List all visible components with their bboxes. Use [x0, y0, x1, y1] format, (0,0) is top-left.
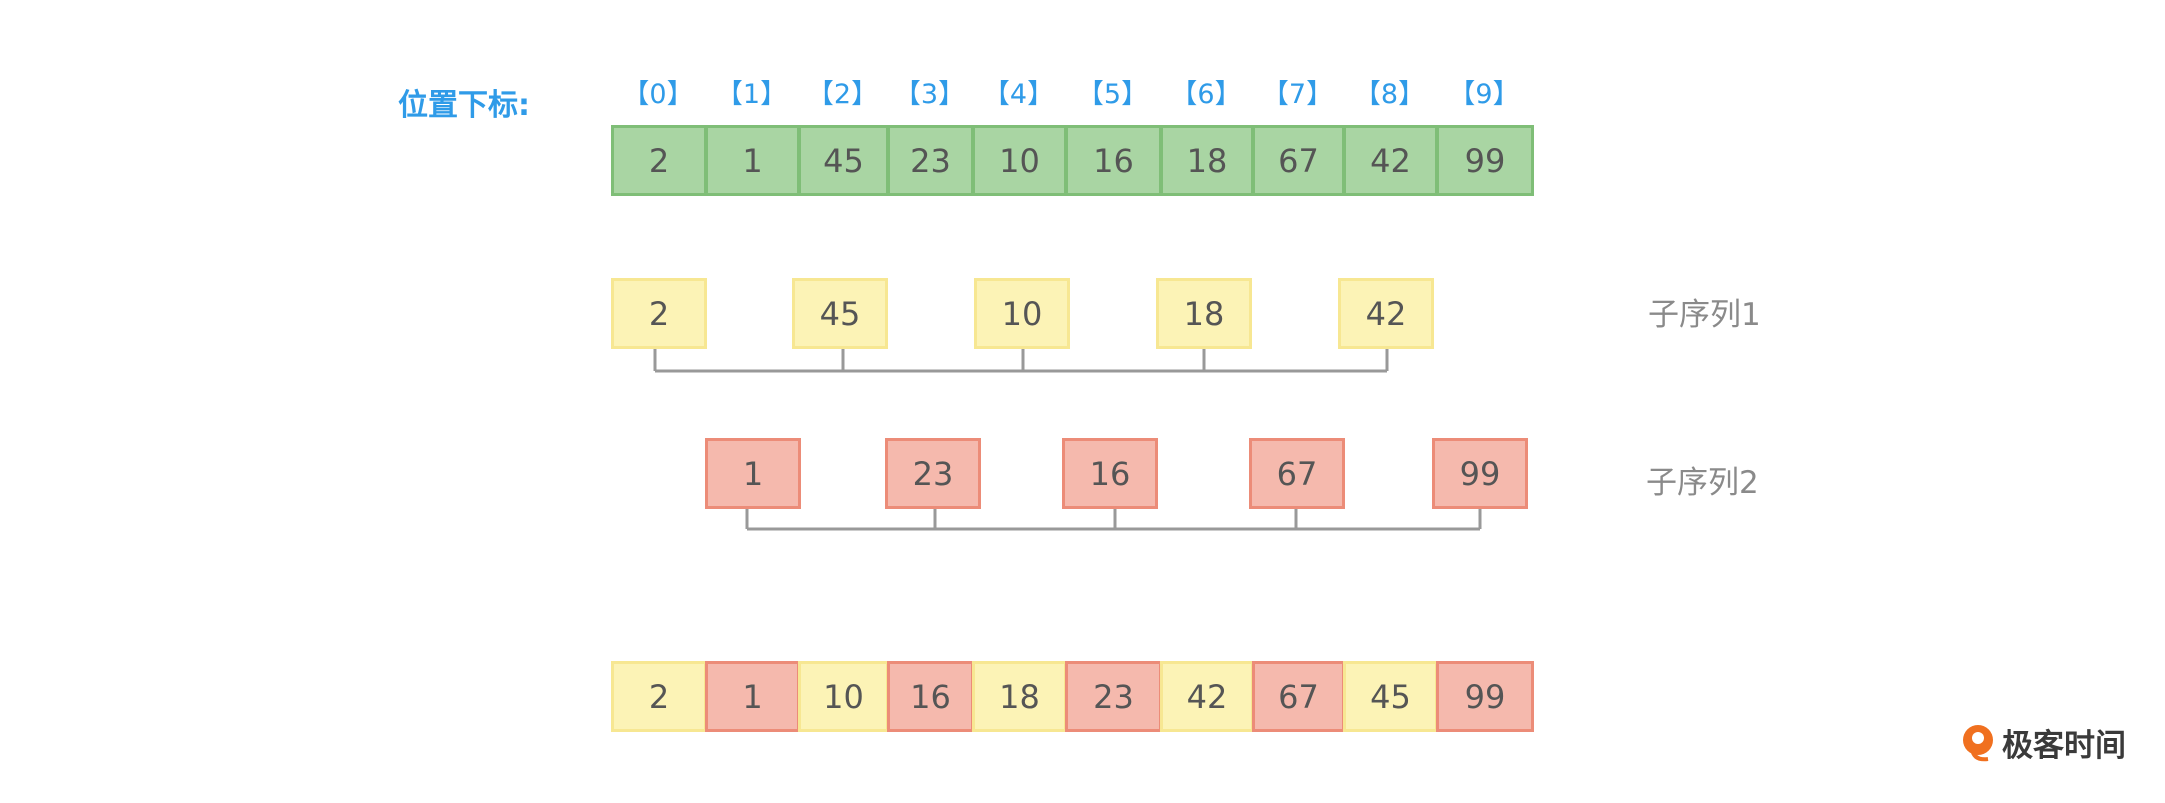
subsequence-2-cell-value: 23: [912, 454, 954, 493]
original-cell-value: 45: [823, 141, 864, 180]
subsequence-1-cell: 42: [1338, 278, 1434, 349]
subsequence-1-cell-value: 42: [1365, 294, 1407, 333]
subsequence-2-cell: 1: [705, 438, 801, 509]
result-cell-value: 1: [742, 677, 763, 716]
index-marker: 【9】: [1448, 79, 1520, 110]
subsequence-1-cell-value: 45: [819, 294, 861, 333]
result-cell: 10: [798, 661, 889, 732]
original-cell-value: 99: [1464, 141, 1506, 180]
index-marker: 【6】: [1170, 79, 1242, 110]
index-marker: 【2】: [806, 79, 879, 110]
index-marker: 【5】: [1076, 79, 1149, 110]
subsequence-2-cell: 16: [1062, 438, 1158, 509]
subsequence-2-cell-value: 16: [1089, 454, 1131, 493]
original-cell: 67: [1252, 125, 1345, 196]
result-cell: 42: [1160, 661, 1254, 732]
result-cell: 99: [1436, 661, 1534, 732]
subsequence-1-bracket: [653, 349, 1389, 373]
index-marker: 【4】: [982, 79, 1055, 110]
subsequence-2-bracket: [745, 509, 1482, 531]
index-marker: 【7】: [1261, 79, 1334, 110]
result-cell-value: 10: [823, 677, 864, 716]
result-cell-value: 99: [1464, 677, 1506, 716]
index-label: 位置下标:: [398, 88, 530, 123]
index-marker: 【3】: [893, 79, 966, 110]
original-cell-value: 23: [910, 141, 951, 180]
index-marker: 【8】: [1353, 79, 1426, 110]
subsequence-1-cell-value: 10: [1001, 294, 1043, 333]
result-cell-value: 67: [1278, 677, 1319, 716]
original-cell: 16: [1065, 125, 1162, 196]
subsequence-1-cell-value: 18: [1183, 294, 1225, 333]
subsequence-1-cell-value: 2: [648, 294, 670, 333]
original-cell: 42: [1343, 125, 1438, 196]
result-cell: 2: [611, 661, 707, 732]
result-cell: 18: [972, 661, 1067, 732]
result-cell-value: 18: [999, 677, 1040, 716]
brand-name: 极客时间: [2002, 728, 2126, 764]
original-cell-value: 18: [1186, 141, 1228, 180]
subsequence-2-cell: 23: [885, 438, 981, 509]
original-cell: 99: [1436, 125, 1534, 196]
geektime-logo-icon: [1963, 724, 1993, 761]
original-cell-value: 67: [1278, 141, 1319, 180]
subsequence-1-label: 子序列1: [1648, 297, 1761, 333]
result-cell: 16: [887, 661, 974, 732]
index-marker: 【1】: [715, 79, 788, 110]
subsequence-2-cell: 67: [1249, 438, 1345, 509]
result-cell: 1: [705, 661, 800, 732]
original-cell-value: 10: [999, 141, 1040, 180]
index-marker: 【0】: [622, 79, 694, 110]
original-cell-value: 42: [1370, 141, 1411, 180]
original-cell: 23: [887, 125, 974, 196]
result-cell: 67: [1252, 661, 1345, 732]
subsequence-2-cell: 99: [1432, 438, 1528, 509]
original-cell-value: 16: [1093, 141, 1134, 180]
brand-logo: 极客时间: [1960, 720, 2126, 765]
result-cell-value: 42: [1186, 677, 1228, 716]
subsequence-2-cell-value: 99: [1459, 454, 1501, 493]
result-cell: 23: [1065, 661, 1162, 732]
subsequence-2-label: 子序列2: [1646, 465, 1759, 501]
original-cell-value: 2: [648, 141, 670, 180]
subsequence-1-cell: 18: [1156, 278, 1252, 349]
result-cell-value: 23: [1093, 677, 1134, 716]
subsequence-2-cell-value: 1: [742, 454, 764, 493]
result-cell: 45: [1343, 661, 1438, 732]
subsequence-2-cell-value: 67: [1276, 454, 1318, 493]
subsequence-1-cell: 45: [792, 278, 888, 349]
result-cell-value: 2: [648, 677, 670, 716]
original-cell-value: 1: [742, 141, 763, 180]
original-cell: 1: [705, 125, 800, 196]
result-cell-value: 16: [910, 677, 951, 716]
subsequence-1-cell: 2: [611, 278, 707, 349]
original-cell: 45: [798, 125, 889, 196]
subsequence-1-cell: 10: [974, 278, 1070, 349]
result-cell-value: 45: [1370, 677, 1411, 716]
